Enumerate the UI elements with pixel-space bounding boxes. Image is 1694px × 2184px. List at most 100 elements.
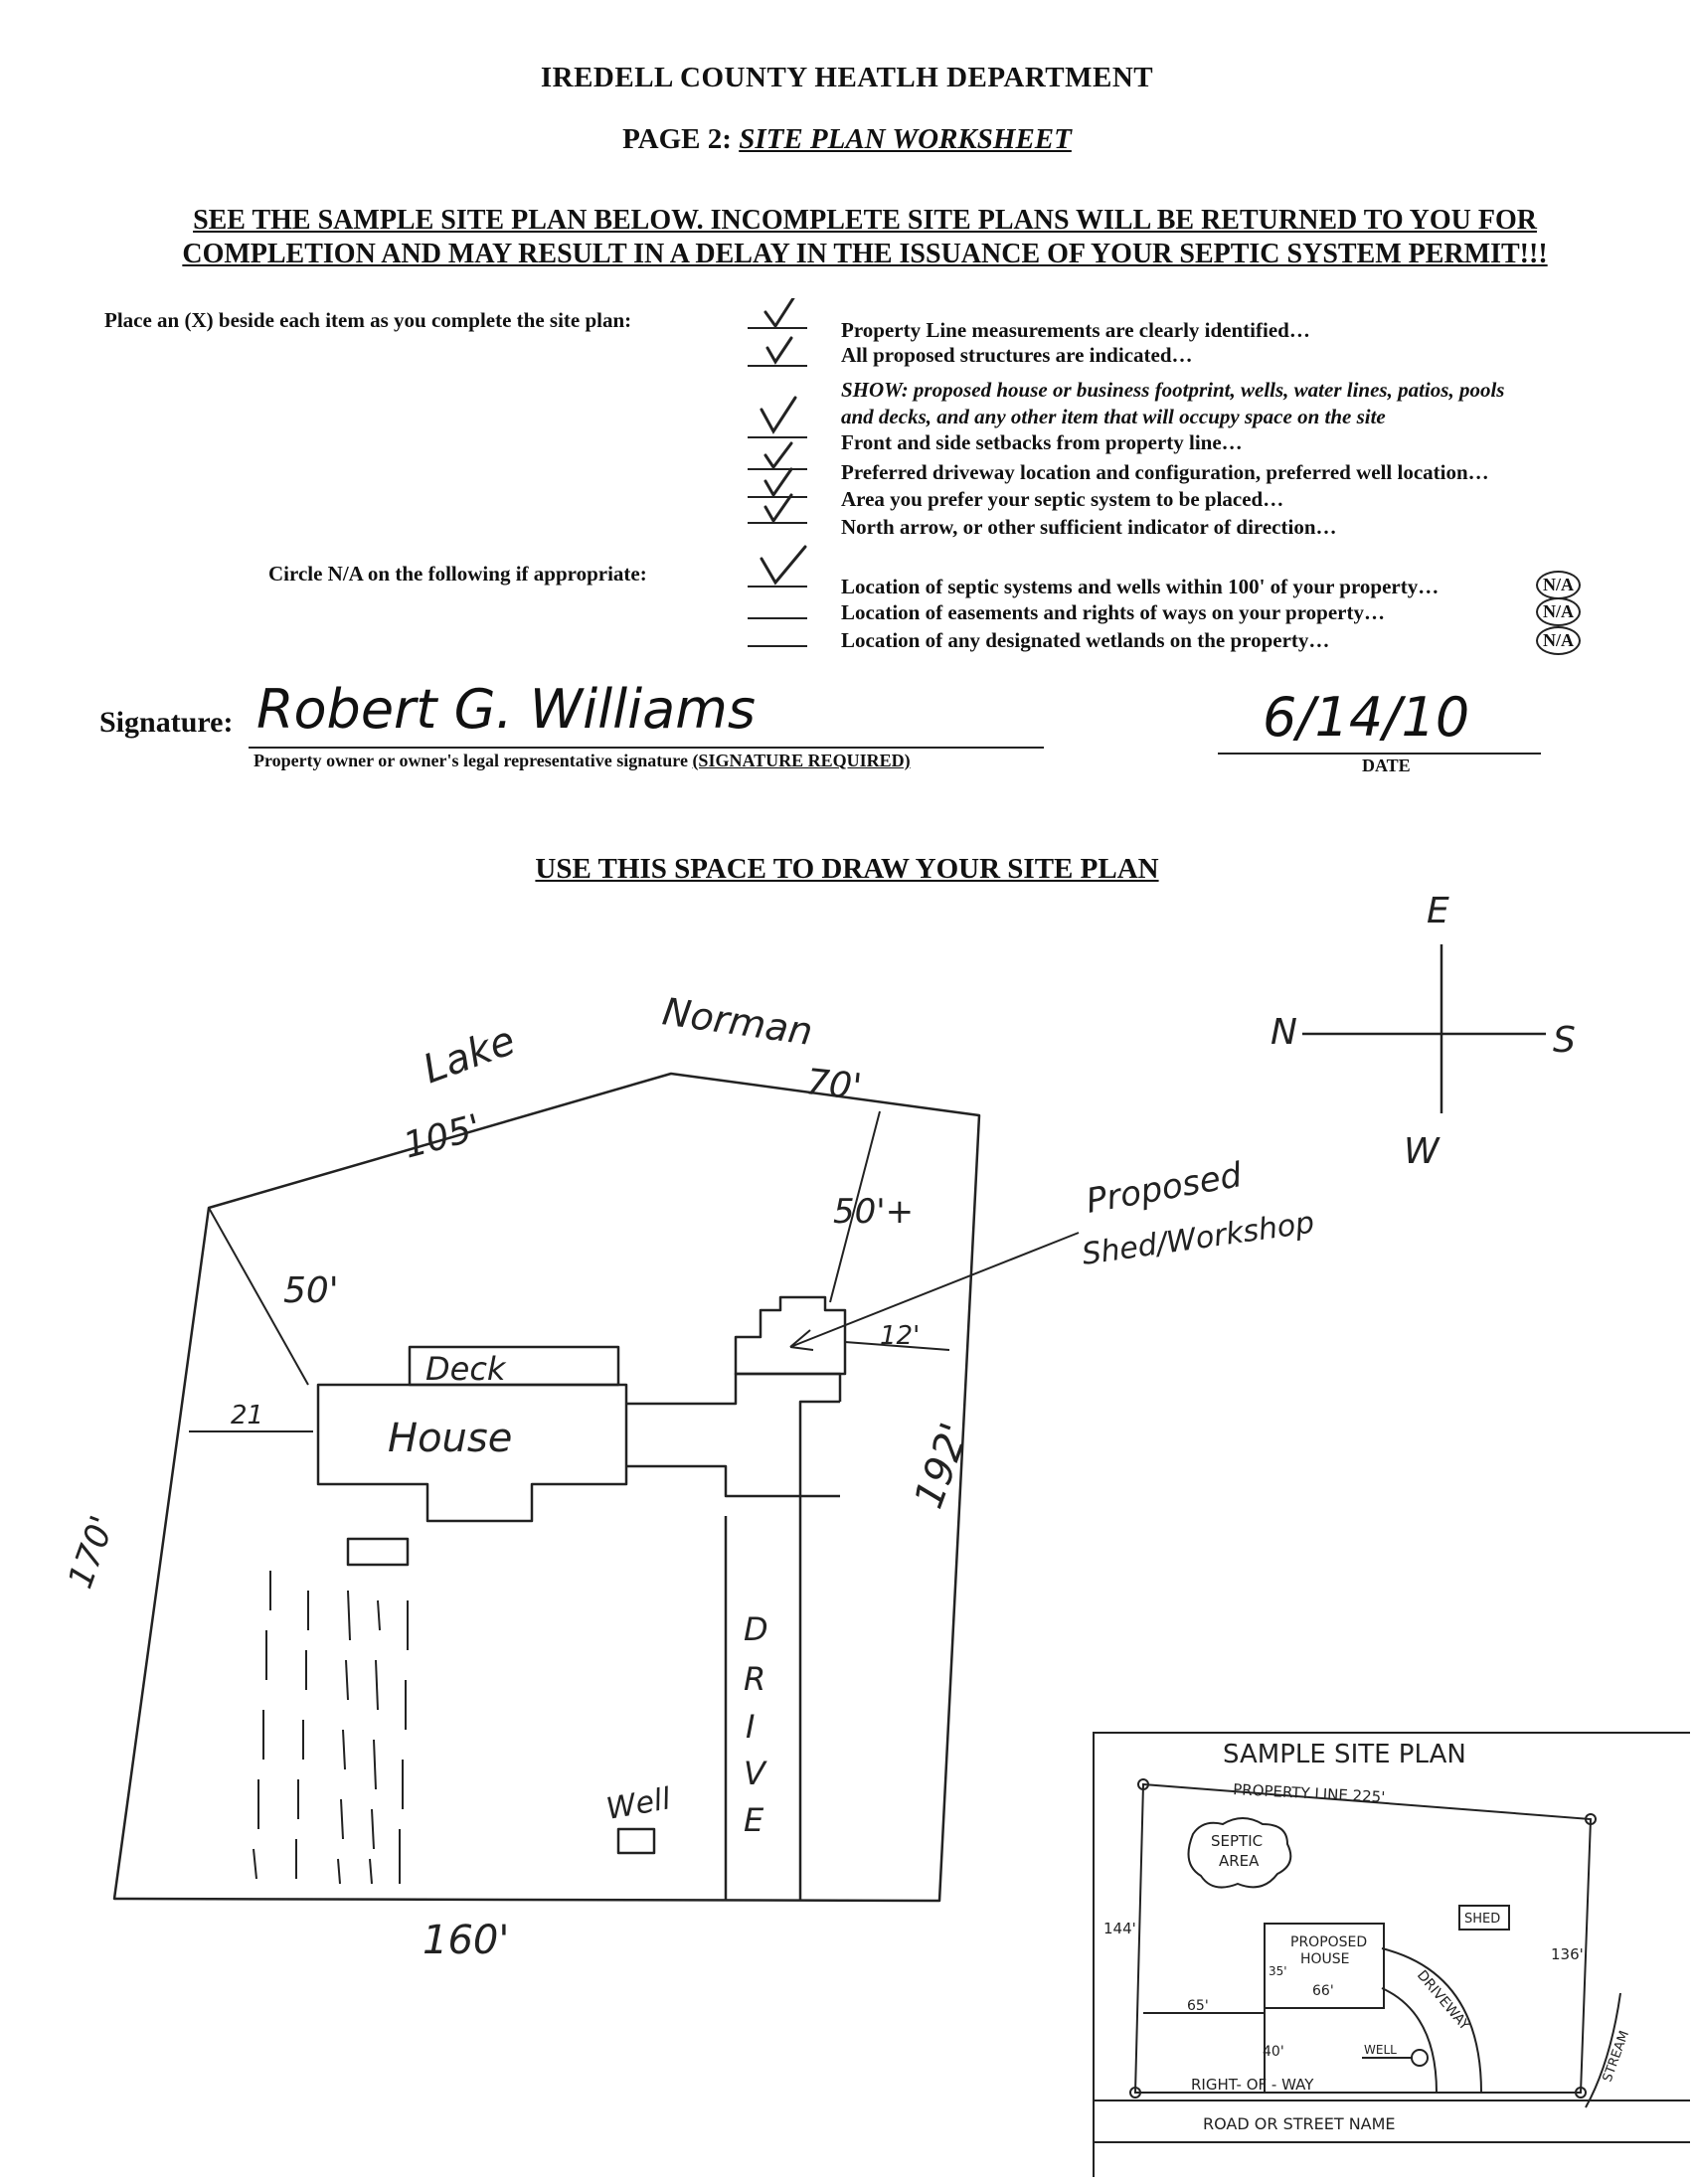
checklist-item-structures: All proposed structures are indicated… bbox=[841, 343, 1193, 367]
checklist-item-show-1: SHOW: proposed house or business footpri… bbox=[841, 378, 1505, 402]
warning-line-2: COMPLETION AND MAY RESULT IN A DELAY IN … bbox=[182, 239, 1548, 269]
signature-label: Signature: bbox=[99, 706, 234, 739]
checklist-item-property-line: Property Line measurements are clearly i… bbox=[841, 318, 1310, 342]
sample-title: SAMPLE SITE PLAN bbox=[1223, 1740, 1466, 1769]
label-house: House bbox=[388, 1416, 512, 1461]
sample-dim-136: 136' bbox=[1551, 1945, 1584, 1963]
label-deck: Deck bbox=[425, 1350, 507, 1388]
signature-caption-text: Property owner or owner's legal represen… bbox=[254, 751, 688, 770]
sample-dim-66: 66' bbox=[1312, 1983, 1334, 1999]
sample-house-label-1: PROPOSED bbox=[1290, 1934, 1367, 1950]
sample-well-circle bbox=[1411, 2049, 1429, 2067]
sample-property-line-label: PROPERTY LINE 225' bbox=[1233, 1780, 1386, 1806]
checklist-instruction: Place an (X) beside each item as you com… bbox=[104, 308, 632, 332]
sample-dim-40: 40' bbox=[1263, 2044, 1284, 2060]
sample-house-box bbox=[1264, 1923, 1385, 2009]
compass-east: E bbox=[1427, 891, 1449, 931]
sample-row-label: RIGHT- OF - WAY bbox=[1191, 2076, 1314, 2094]
checklist-item-septic-area: Area you prefer your septic system to be… bbox=[841, 487, 1284, 511]
site-plan-title: USE THIS SPACE TO DRAW YOUR SITE PLAN bbox=[535, 853, 1159, 885]
check-icon bbox=[763, 493, 793, 524]
checklist-item-north-arrow: North arrow, or other sufficient indicat… bbox=[841, 515, 1337, 539]
sample-septic-label-1: SEPTIC bbox=[1211, 1832, 1263, 1850]
na-item-wetlands: Location of any designated wetlands on t… bbox=[841, 628, 1330, 652]
check-icon bbox=[763, 441, 793, 470]
warning-line-1: SEE THE SAMPLE SITE PLAN BELOW. INCOMPLE… bbox=[193, 205, 1537, 236]
label-norman: Norman bbox=[660, 989, 815, 1054]
label-proposed: Proposed bbox=[1084, 1155, 1246, 1222]
sample-road-label: ROAD OR STREET NAME bbox=[1203, 2114, 1396, 2133]
na-instruction: Circle N/A on the following if appropria… bbox=[268, 562, 647, 586]
sample-dim-65: 65' bbox=[1187, 1998, 1209, 2014]
page-title: PAGE 2: SITE PLAN WORKSHEET bbox=[0, 123, 1694, 156]
drive-right-line bbox=[798, 1400, 840, 1901]
sample-frame bbox=[1093, 1732, 1690, 2177]
sample-dim-144: 144' bbox=[1103, 1920, 1136, 1937]
sample-property-line bbox=[1133, 1782, 1593, 2094]
label-dim-50plus: 50'+ bbox=[833, 1192, 914, 1232]
label-lake: Lake bbox=[418, 1018, 522, 1093]
signature-caption: Property owner or owner's legal represen… bbox=[254, 751, 911, 771]
label-dim-192: 192' bbox=[906, 1418, 978, 1515]
na-circle-3[interactable]: N/A bbox=[1536, 626, 1581, 655]
connector-outline-lower bbox=[626, 1464, 840, 1498]
label-dim-160: 160' bbox=[423, 1918, 509, 1963]
sample-house-label-2: HOUSE bbox=[1300, 1951, 1350, 1967]
sample-stream bbox=[1585, 1992, 1621, 2108]
compass bbox=[1302, 944, 1546, 1113]
sample-corner bbox=[1129, 2087, 1141, 2099]
check-icon bbox=[763, 467, 793, 498]
small-rect bbox=[346, 1537, 410, 1567]
septic-field-lines bbox=[253, 1571, 409, 1885]
label-drive-i: I bbox=[746, 1708, 755, 1746]
property-boundary bbox=[112, 1072, 981, 1903]
signature-handwritten[interactable]: Robert G. Williams bbox=[256, 678, 757, 741]
label-dim-170: 170' bbox=[61, 1511, 123, 1594]
date-line bbox=[1218, 753, 1541, 755]
checklist-item-driveway: Preferred driveway location and configur… bbox=[841, 460, 1489, 484]
sample-stream-label: STREAM bbox=[1601, 2029, 1632, 2084]
check-icon bbox=[760, 545, 807, 586]
na-item-septic-wells: Location of septic systems and wells wit… bbox=[841, 575, 1440, 598]
label-drive-v: V bbox=[744, 1755, 767, 1792]
deck-outline bbox=[408, 1345, 620, 1387]
label-drive-d: D bbox=[744, 1610, 768, 1648]
page-prefix: PAGE 2: bbox=[622, 123, 732, 155]
label-dim-70: 70' bbox=[804, 1062, 864, 1108]
sample-septic-label-2: AREA bbox=[1219, 1852, 1260, 1870]
checklist-item-setbacks: Front and side setbacks from property li… bbox=[841, 430, 1243, 454]
sample-corner bbox=[1137, 1778, 1149, 1790]
sample-shed-box bbox=[1458, 1905, 1510, 1931]
sample-corner bbox=[1585, 1813, 1597, 1825]
compass-west: W bbox=[1404, 1131, 1440, 1172]
check-icon bbox=[760, 396, 797, 434]
compass-south: S bbox=[1553, 1020, 1576, 1061]
checkmarks bbox=[748, 298, 807, 647]
label-drive-r: R bbox=[744, 1660, 765, 1698]
label-well: Well bbox=[603, 1781, 674, 1827]
well-box bbox=[616, 1827, 656, 1855]
shed-outline bbox=[734, 1295, 847, 1376]
na-circle-2[interactable]: N/A bbox=[1536, 597, 1581, 626]
label-drive-e: E bbox=[744, 1801, 764, 1839]
sample-site-plan: SAMPLE SITE PLAN PROPERTY LINE 225' SEPT… bbox=[1093, 1732, 1690, 2177]
sample-corner bbox=[1575, 2087, 1587, 2099]
sample-septic-cloud bbox=[1187, 1817, 1292, 1889]
sample-well-label: WELL bbox=[1364, 2043, 1397, 2057]
house-outline bbox=[316, 1383, 628, 1523]
label-dim-21: 21 bbox=[231, 1401, 263, 1430]
checklist-item-show-2: and decks, and any other item that will … bbox=[841, 405, 1386, 428]
label-dim-50: 50' bbox=[283, 1270, 339, 1311]
signature-line bbox=[249, 747, 1044, 749]
sample-driveway-outer bbox=[1381, 1947, 1482, 2094]
sample-shed-label: SHED bbox=[1464, 1912, 1500, 1927]
date-handwritten[interactable]: 6/14/10 bbox=[1263, 686, 1470, 749]
department-title: IREDELL COUNTY HEATLH DEPARTMENT bbox=[540, 62, 1154, 93]
sample-driveway-inner bbox=[1381, 1987, 1438, 2094]
compass-north: N bbox=[1270, 1012, 1297, 1053]
label-dim-105: 105' bbox=[400, 1107, 486, 1167]
dimension-arrows bbox=[189, 1110, 1080, 1432]
sample-dim-35: 35' bbox=[1269, 1964, 1287, 1978]
check-icon bbox=[763, 298, 795, 329]
